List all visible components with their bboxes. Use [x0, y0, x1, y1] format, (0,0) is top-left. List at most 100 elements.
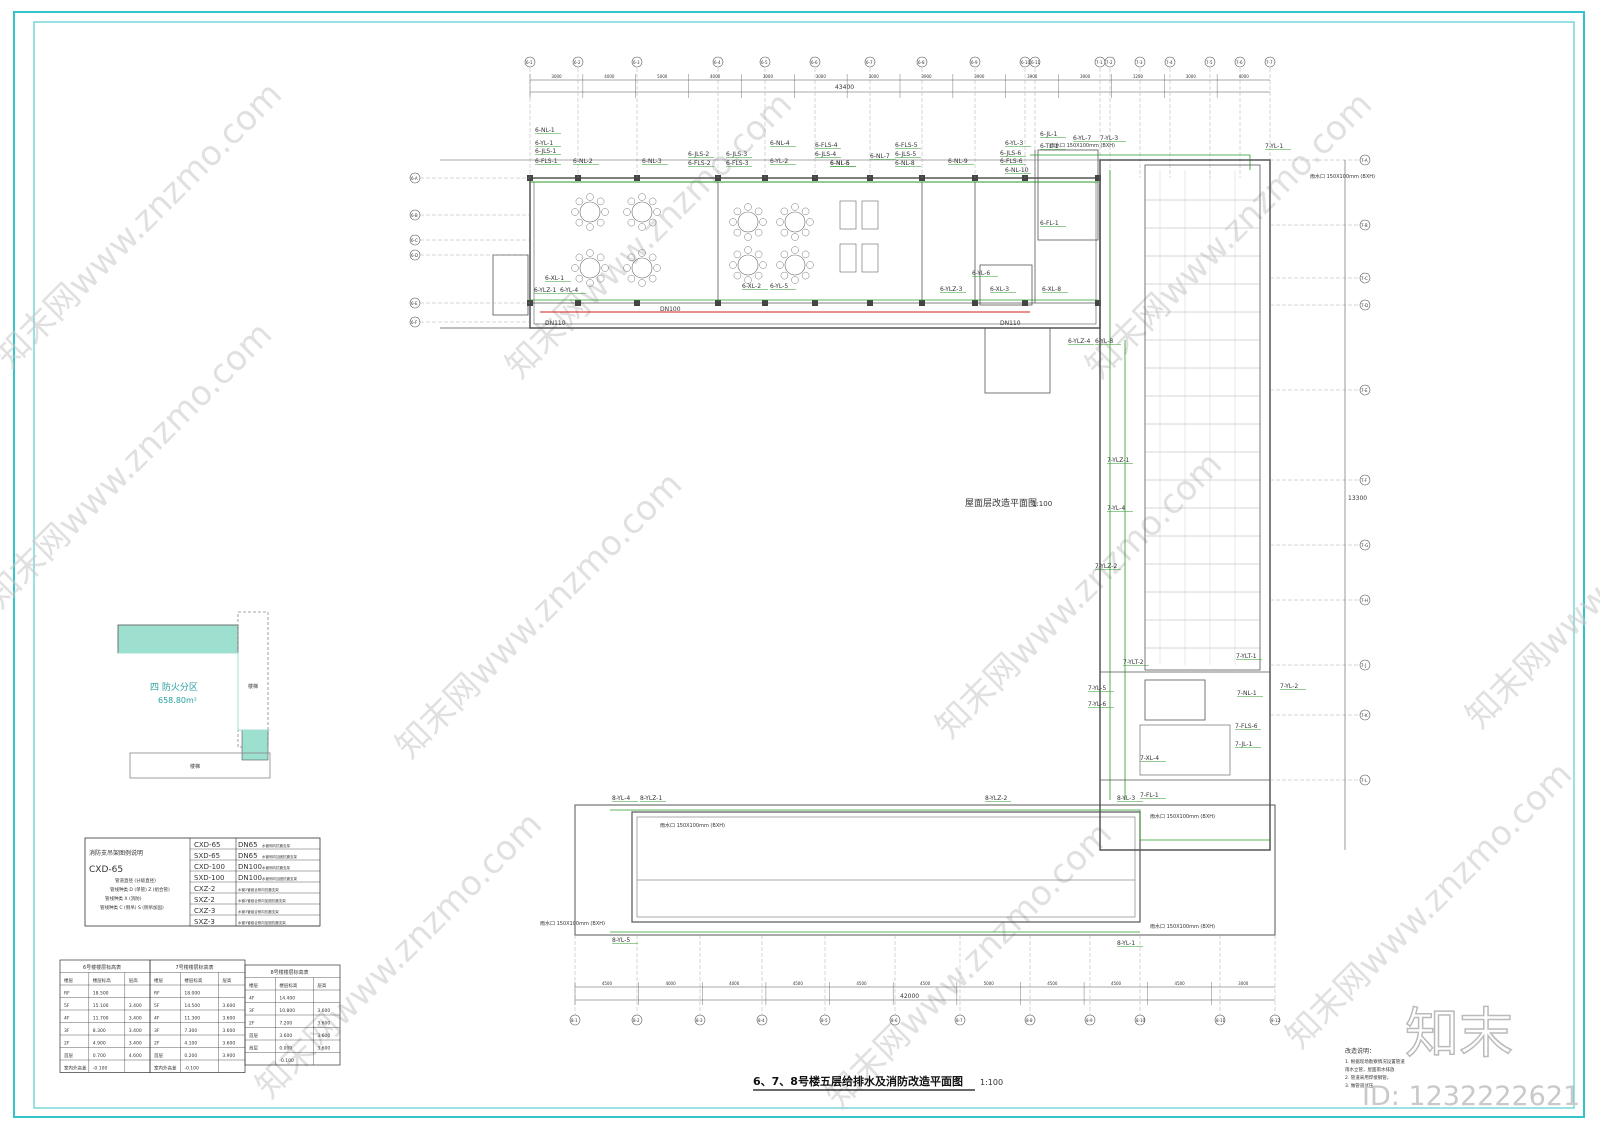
pipe-green	[610, 809, 1270, 841]
riser-label: 6-FLS-2	[688, 160, 711, 167]
riser-label: 6-JL-1	[1040, 131, 1057, 138]
b6-exit-terrace	[984, 327, 1051, 394]
elev-cell: 4F	[154, 1016, 160, 1022]
round-table	[579, 201, 601, 223]
dim-segment-label: 4000	[665, 981, 676, 986]
chair	[638, 249, 646, 257]
axis-bubble	[954, 1014, 966, 1026]
axis-label: 6-E	[411, 301, 418, 306]
dim-segment-label: 3000	[816, 74, 827, 79]
axis-bubble	[1359, 384, 1371, 396]
riser-label: 8-YL-4	[612, 795, 630, 802]
axis-label: 7-5	[1206, 60, 1213, 65]
notes-line: 雨水立管，屋面雨水排放	[1345, 1066, 1395, 1073]
axis-label: 8-12	[1271, 1018, 1281, 1023]
chair	[575, 253, 584, 262]
elev-table-title: 7号楼楼层标高表	[176, 964, 214, 971]
axis-bubble	[756, 1014, 768, 1026]
elev-header: 层高	[222, 977, 231, 984]
chair	[596, 274, 605, 283]
b6-dining-tables	[571, 193, 879, 287]
dim-segment-label: 3900	[921, 74, 932, 79]
elev-cell: 14.500	[184, 1003, 200, 1009]
notes-line: 2. 管道采用焊接钢管。	[1345, 1074, 1391, 1081]
chair	[806, 261, 814, 269]
dim-segment-label: 3000	[763, 74, 774, 79]
elev-cell: 3F	[249, 1008, 255, 1014]
axis-label: 7-D	[1361, 303, 1368, 308]
axis-bubble	[916, 56, 928, 68]
structural-column	[575, 300, 581, 306]
chair	[638, 223, 646, 231]
axis-label: 7-C	[1361, 276, 1368, 281]
notes-line: 3. 做管道试压。	[1345, 1082, 1378, 1089]
chair	[801, 250, 810, 259]
axis-label: 8-6	[891, 1018, 898, 1023]
chair	[648, 253, 657, 262]
b7-inner-wall	[1144, 164, 1261, 671]
elev-header: 层高	[129, 977, 138, 984]
legend-annot: 管道直径 (分级直径)	[115, 877, 156, 884]
b6-toilet-block	[1037, 149, 1099, 241]
b8-outer-wall	[574, 804, 1276, 936]
elev-cell: 3.400	[129, 1016, 142, 1022]
chair	[806, 218, 814, 226]
brand-id: ID: 1232222621	[1362, 1081, 1580, 1112]
axis-label: 6-4	[714, 60, 721, 65]
chair	[586, 249, 594, 257]
riser-label: 6-FLS-6	[1000, 158, 1023, 165]
dim-segment-label: 3900	[974, 74, 985, 79]
legend-code: CXD-65	[194, 841, 221, 849]
axis-label: 6-A	[411, 176, 418, 181]
riser-label: 7-FLS-6	[1235, 723, 1258, 730]
riser-label: 7-YL-3	[1100, 135, 1118, 142]
axis-label: 7-L	[1361, 778, 1368, 783]
riser-label: 6-FLS-5	[895, 142, 918, 149]
chair	[754, 271, 763, 280]
chair	[776, 218, 784, 226]
riser-label: 6-JLS-3	[726, 151, 747, 158]
legend-annot: 管线种类 X (消防)	[105, 895, 142, 902]
axis-grid-right: 7-A7-B7-C7-D7-E7-F7-G7-H7-J7-K7-L	[1270, 154, 1371, 786]
legend-desc: 水管3管组合侧向加固抗震支架	[238, 920, 286, 925]
axis-label: 7-H	[1361, 598, 1368, 603]
axis-label: 7-K	[1361, 713, 1368, 718]
round-table	[737, 254, 759, 276]
b6-pipes	[530, 154, 1251, 800]
riser-label: 6-FLS-4	[815, 142, 838, 149]
chair	[733, 271, 742, 280]
chair	[791, 276, 799, 284]
elev-cell: 3.400	[129, 1041, 142, 1047]
elev-table-title: 6号楼楼层标高表	[83, 964, 121, 971]
chair	[627, 274, 636, 283]
elev-cell: 2F	[154, 1041, 160, 1047]
elev-cell: RF	[64, 991, 70, 997]
legend-size: DN65	[238, 841, 258, 849]
chair	[744, 233, 752, 241]
elev-cell: 0.700	[93, 1053, 106, 1059]
dim-segment-label: 4500	[602, 981, 613, 986]
axis-label: 6-2	[574, 60, 581, 65]
b8-roof-edge-inner	[636, 816, 1136, 918]
chair	[575, 218, 584, 227]
riser-label: 6-NL-4	[770, 140, 790, 147]
legend-desc: 水管侧向加固抗震支架	[262, 854, 297, 859]
b7-riser-labels: 7-YL-37-YL-17-YLZ-17-YL-47-YLZ-27-YLT-27…	[1088, 135, 1306, 799]
axis-label: 6-7	[866, 60, 873, 65]
chair	[759, 218, 767, 226]
riser-label: 6-JLS-5	[895, 151, 916, 158]
axis-bubble	[1359, 299, 1371, 311]
elev-cell: -0.100	[184, 1066, 199, 1072]
axis-bubble	[409, 297, 421, 309]
riser-label: 6-FLS-3	[726, 160, 749, 167]
elev-cell: 3.600	[222, 1041, 235, 1047]
riser-label: 6-NL-5	[830, 160, 850, 167]
elev-cell: 15.100	[93, 1003, 109, 1009]
axis-label: 7-7	[1266, 60, 1273, 65]
axis-bubble	[1359, 659, 1371, 671]
dim-segment-label: 1200	[1133, 74, 1144, 79]
riser-label: 7-YLT-2	[1123, 659, 1144, 666]
